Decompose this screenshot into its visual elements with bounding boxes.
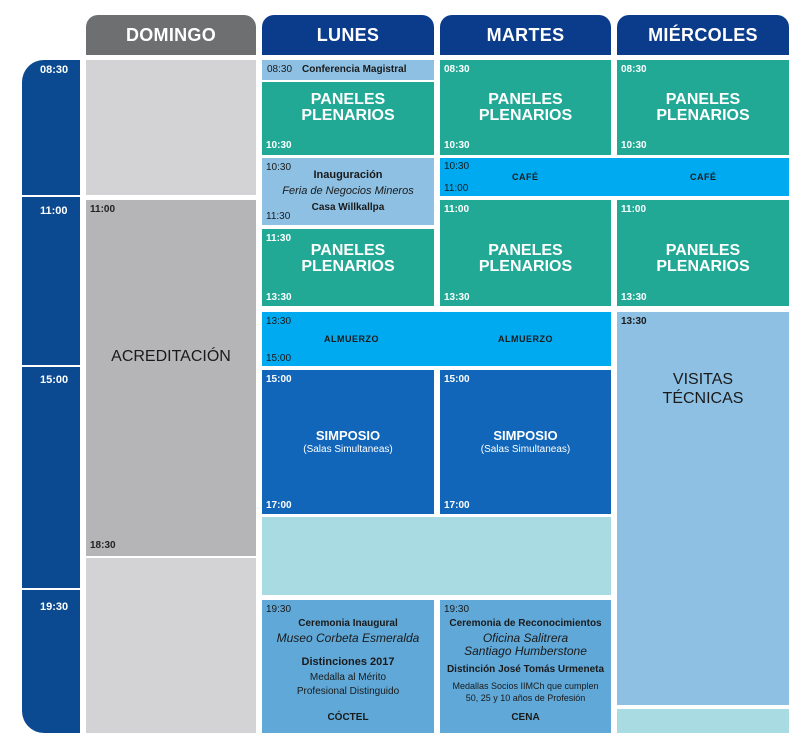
inauguracion-start: 10:30: [266, 162, 292, 173]
martes-ceremonia-block: 19:30 Ceremonia de Reconocimientos Ofici…: [440, 600, 611, 733]
martes-paneles-1-block: 08:30 PANELES PLENARIOS 10:30: [440, 60, 611, 155]
martes-ceremonia-title: Ceremonia de Reconocimientos: [449, 618, 602, 629]
martes-simposio-start: 15:00: [444, 374, 470, 385]
miercoles-paneles-2-end: 13:30: [621, 292, 647, 303]
domingo-block-evening: [86, 558, 256, 733]
martes-paneles-2-block: 11:00 PANELES PLENARIOS 13:30: [440, 200, 611, 306]
lunes-inauguracion-block: 10:30 Inauguración Feria de Negocios Min…: [262, 158, 434, 225]
lunes-simposio-title: SIMPOSIO: [315, 428, 381, 443]
domingo-acreditacion-block: 11:00 ACREDITACIÓN 18:30: [86, 200, 256, 556]
lunes-ceremonia-block: 19:30 Ceremonia Inaugural Museo Corbeta …: [262, 600, 434, 733]
almuerzo-label-lunes: ALMUERZO: [324, 334, 379, 344]
lunes-coctel: CÓCTEL: [327, 712, 369, 723]
cafe-label-miercoles: CAFÉ: [690, 172, 717, 182]
day-header-domingo: DOMINGO: [86, 15, 256, 55]
inauguracion-subtitle: Feria de Negocios Mineros: [282, 185, 414, 197]
miercoles-visitas-block: 13:30 VISITAS TÉCNICAS: [617, 312, 789, 705]
martes-paneles-1-label: PANELES PLENARIOS: [478, 91, 573, 124]
miercoles-paneles-1-label: PANELES PLENARIOS: [656, 91, 750, 124]
inauguracion-place: Casa Willkallpa: [311, 202, 385, 213]
time-divider: [22, 195, 80, 197]
lunes-paneles-1-block: PANELES PLENARIOS 10:30: [262, 82, 434, 155]
time-axis-bar: [22, 60, 80, 733]
miercoles-paneles-1-block: 08:30 PANELES PLENARIOS 10:30: [617, 60, 789, 155]
lunes-ceremonia-title: Ceremonia Inaugural: [298, 618, 398, 629]
lunes-paneles-2-start: 11:30: [266, 233, 292, 244]
miercoles-paneles-2-label: PANELES PLENARIOS: [656, 242, 750, 275]
time-divider: [22, 588, 80, 590]
martes-paneles-2-label: PANELES PLENARIOS: [478, 242, 573, 275]
evening-gap-block: [262, 517, 611, 595]
martes-simposio-block: 15:00 SIMPOSIO (Salas Simultaneas) 17:00: [440, 370, 611, 514]
lunes-paneles-1-end: 10:30: [266, 140, 292, 151]
lunes-simposio-start: 15:00: [266, 374, 292, 385]
martes-cena: CENA: [511, 712, 540, 723]
cafe-end: 11:00: [444, 183, 469, 194]
lunes-ceremonia-place: Museo Corbeta Esmeralda: [276, 631, 420, 645]
lunes-simposio-sub: (Salas Simultaneas): [303, 444, 393, 455]
martes-distincion: Distinción José Tomás Urmeneta: [446, 664, 605, 675]
lunes-paneles-1-label: PANELES PLENARIOS: [301, 91, 395, 124]
domingo-block-morning: [86, 60, 256, 195]
almuerzo-end: 15:00: [266, 353, 292, 364]
conferencia-label: Conferencia Magistral: [302, 64, 407, 75]
time-label: 15:00: [40, 374, 69, 386]
almuerzo-start: 13:30: [266, 316, 292, 327]
martes-ceremonia-time: 19:30: [444, 604, 470, 615]
visitas-label: VISITAS TÉCNICAS: [662, 371, 744, 407]
martes-paneles-2-start: 11:00: [444, 204, 470, 215]
martes-simposio-title: SIMPOSIO: [493, 428, 558, 443]
lunes-ceremonia-time: 19:30: [266, 604, 292, 615]
lunes-simposio-end: 17:00: [266, 500, 292, 511]
miercoles-paneles-2-start: 11:00: [621, 204, 647, 215]
martes-paneles-1-start: 08:30: [444, 64, 470, 75]
martes-ceremonia-place-1: Oficina Salitrera: [482, 631, 569, 645]
cafe-block: 10:30 CAFÉ CAFÉ 11:00: [440, 158, 789, 196]
acreditacion-label: ACREDITACIÓN: [111, 348, 231, 365]
acreditacion-start-time: 11:00: [90, 204, 116, 215]
miercoles-bottom-block: [617, 709, 789, 733]
conferencia-time: 08:30: [267, 64, 293, 75]
martes-ceremonia-place-2: Santiago Humberstone: [464, 644, 587, 658]
inauguracion-end: 11:30: [266, 211, 291, 222]
lunes-medalla: Medalla al Mérito Profesional Distinguid…: [296, 672, 400, 697]
day-header-lunes: LUNES: [262, 15, 434, 55]
almuerzo-label-martes: ALMUERZO: [498, 334, 553, 344]
inauguracion-title: Inauguración: [313, 169, 383, 181]
acreditacion-end-time: 18:30: [90, 540, 116, 551]
martes-simposio-end: 17:00: [444, 500, 470, 511]
cafe-label-martes: CAFÉ: [512, 172, 539, 182]
cafe-start: 10:30: [444, 161, 470, 172]
visitas-start: 13:30: [621, 316, 647, 327]
time-label: 19:30: [40, 601, 69, 613]
lunes-simposio-block: 15:00 SIMPOSIO (Salas Simultaneas) 17:00: [262, 370, 434, 514]
miercoles-paneles-1-end: 10:30: [621, 140, 647, 151]
lunes-paneles-2-block: 11:30 PANELES PLENARIOS 13:30: [262, 229, 434, 306]
miercoles-paneles-1-start: 08:30: [621, 64, 647, 75]
martes-paneles-1-end: 10:30: [444, 140, 470, 151]
almuerzo-block: 13:30 ALMUERZO ALMUERZO 15:00: [262, 312, 611, 366]
lunes-paneles-2-end: 13:30: [266, 292, 292, 303]
miercoles-paneles-2-block: 11:00 PANELES PLENARIOS 13:30: [617, 200, 789, 306]
day-header-martes: MARTES: [440, 15, 611, 55]
day-header-miercoles: MIÉRCOLES: [617, 15, 789, 55]
time-label: 11:00: [40, 205, 68, 217]
martes-medallas: Medallas Socios IIMCh que cumplen 50, 25…: [452, 681, 599, 703]
time-label: 08:30: [40, 64, 69, 76]
lunes-distinciones: Distinciones 2017: [301, 656, 395, 668]
time-divider: [22, 365, 80, 367]
lunes-paneles-2-label: PANELES PLENARIOS: [301, 242, 395, 275]
lunes-conferencia-block: 08:30 Conferencia Magistral: [262, 60, 434, 80]
martes-simposio-sub: (Salas Simultaneas): [480, 444, 571, 455]
martes-paneles-2-end: 13:30: [444, 292, 470, 303]
